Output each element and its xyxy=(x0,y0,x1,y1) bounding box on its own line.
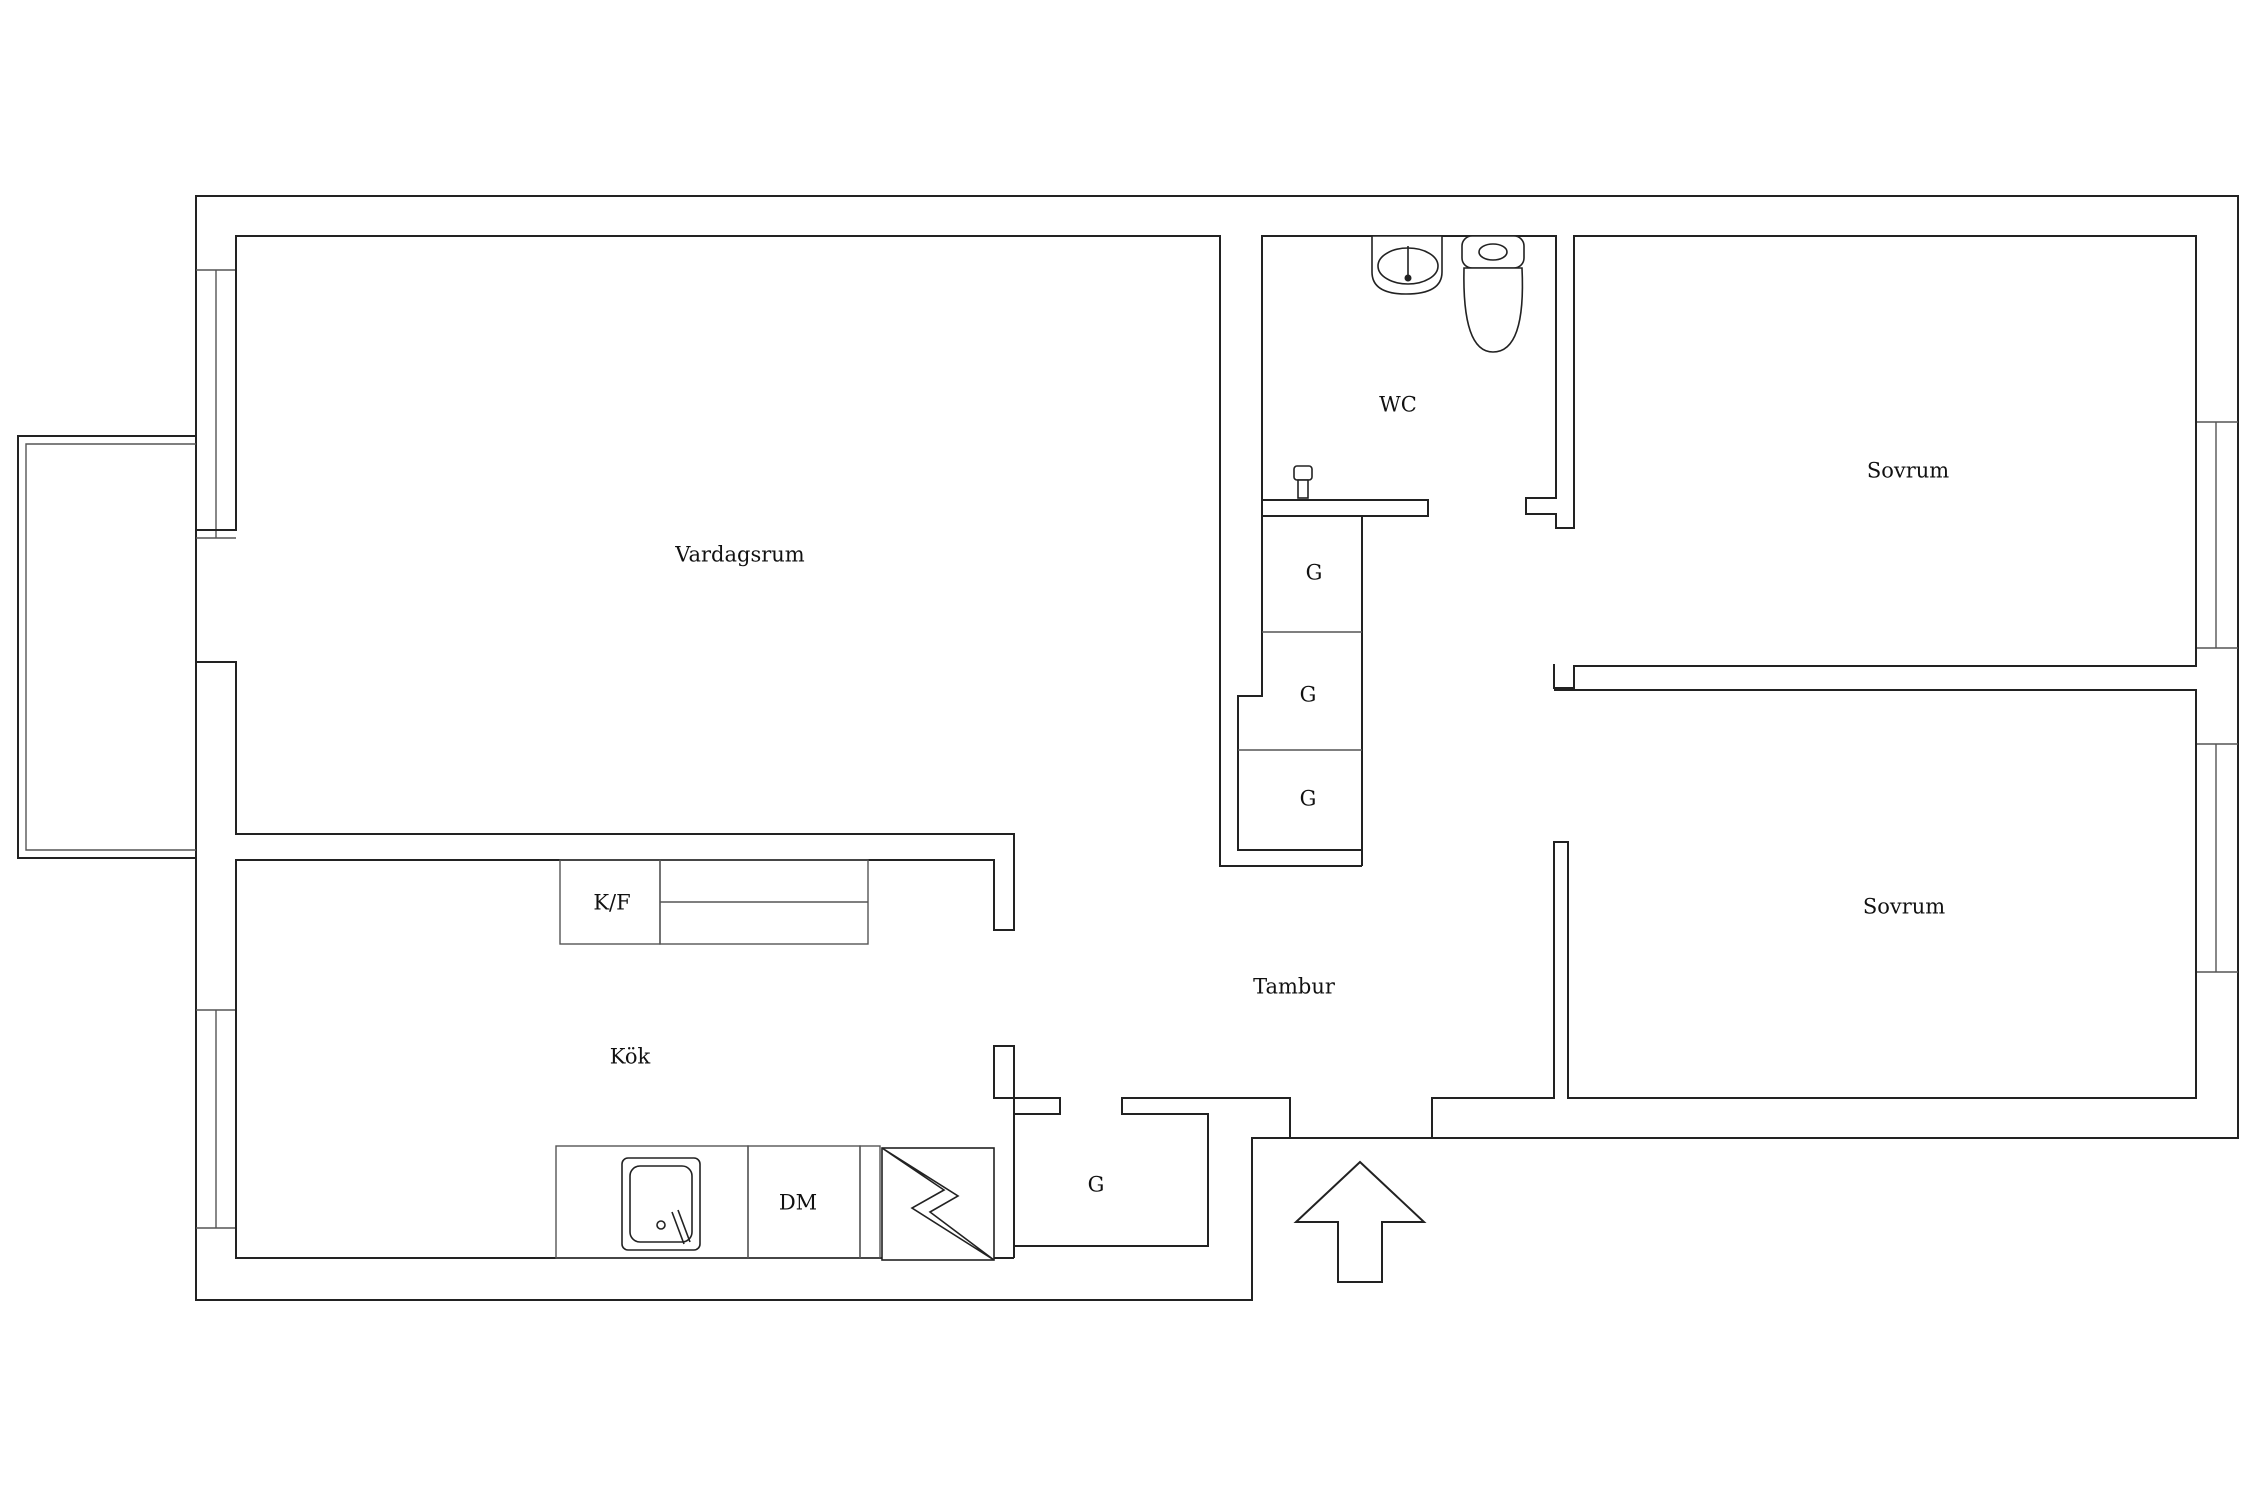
window-kitchen xyxy=(196,1009,236,1229)
room-label-sovrum-2: Sovrum xyxy=(1863,895,1945,919)
room-label-tambur: Tambur xyxy=(1253,975,1336,999)
room-label-sovrum-1: Sovrum xyxy=(1867,459,1949,483)
hall-closets xyxy=(1237,515,1363,866)
kitchen-upper-counter xyxy=(559,859,869,945)
room-label-vardagsrum: Vardagsrum xyxy=(674,543,805,567)
living-room-walls xyxy=(196,235,1362,1259)
entrance-arrow-icon xyxy=(1293,1160,1427,1283)
outer-wall xyxy=(195,195,2239,1301)
label-kf: K/F xyxy=(593,891,630,915)
window-bedroom-1 xyxy=(2196,421,2238,649)
window-bedroom-2 xyxy=(2196,743,2238,973)
label-garderob-2: G xyxy=(1300,683,1317,707)
stove-icon xyxy=(881,1147,995,1261)
room-label-wc: WC xyxy=(1379,393,1417,417)
wc-walls xyxy=(1261,235,2197,689)
label-garderob-3: G xyxy=(1300,787,1317,811)
hall-walls xyxy=(1013,689,2197,1247)
label-garderob-4: G xyxy=(1088,1173,1105,1197)
label-dm: DM xyxy=(779,1191,817,1215)
balcony xyxy=(17,435,196,859)
label-garderob-1: G xyxy=(1306,561,1323,585)
windows xyxy=(196,269,2238,1229)
kitchen-lower-counter xyxy=(555,1145,881,1259)
toilet-icon xyxy=(1461,235,1525,353)
washbasin-icon xyxy=(1371,235,1443,295)
room-label-kok: Kök xyxy=(610,1045,651,1069)
window-living-room xyxy=(196,269,236,539)
tap-icon xyxy=(1293,465,1313,499)
kitchen-sink-icon xyxy=(621,1157,701,1251)
